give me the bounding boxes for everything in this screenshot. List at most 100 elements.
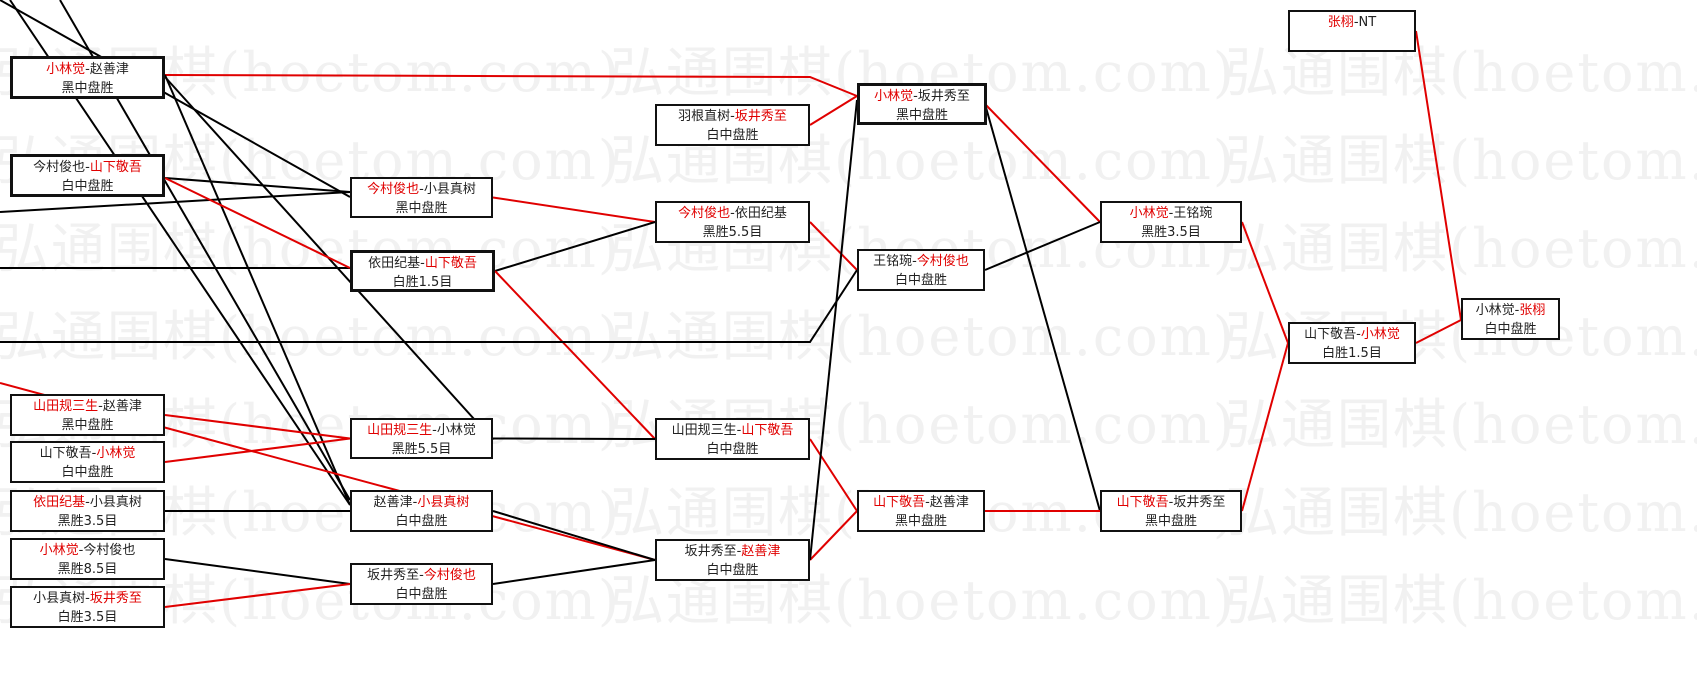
match-box: 小林觉-张栩白中盘胜 [1461,298,1560,340]
match-result: 黑中盘胜 [894,514,947,529]
winner-path-line [1241,221,1289,344]
match-box: 小林觉-坂井秀至黑中盘胜 [857,83,987,125]
match-result: 白胜1.5目 [1322,346,1382,361]
player-black: 小县真树 [33,591,86,606]
match-box: 赵善津-小县真树白中盘胜 [350,490,493,532]
match-players: 依田纪基-山下敬吾 [353,254,492,273]
winner-path-line [1415,30,1462,321]
separator: - [736,544,742,559]
match-box: 山下敬吾-小林觉白胜1.5目 [1288,322,1416,364]
player-black: 山下敬吾 [1304,327,1357,342]
match-result: 白中盘胜 [395,514,448,529]
player-black: 依田纪基 [368,256,421,271]
winner-path-line [1241,342,1289,512]
player-white: 张栩 [1519,303,1546,318]
player-black: 赵善津 [373,495,413,510]
bracket-line [492,437,656,440]
bracket-line [164,558,351,585]
match-box: 山田规三生-小林觉黑胜5.5目 [350,418,493,459]
winner-path-line [164,583,351,608]
match-players: 山下敬吾-小林觉 [12,444,163,463]
match-players: 今村俊也-依田纪基 [657,204,808,223]
match-players: 小林觉-今村俊也 [12,541,163,560]
player-black: 小林觉 [1475,303,1515,318]
bracket-line [984,221,1101,271]
match-players: 王铭琬-今村俊也 [859,252,983,271]
player-black: 山田规三生 [33,399,99,414]
winner-path-line [809,95,858,126]
winner-path-line [164,414,351,440]
match-result: 黑中盘胜 [1144,514,1197,529]
match-result: 黑中盘胜 [61,81,114,96]
winner-path-line [494,270,656,440]
match-players: 张栩-NT [1290,13,1414,32]
match-players: 小县真树-坂井秀至 [12,589,163,608]
player-white: 赵善津 [102,399,142,414]
bracket-line [809,99,858,561]
player-white: 小县真树 [89,495,142,510]
match-box: 小县真树-坂井秀至白胜3.5目 [10,586,165,628]
winner-path-line [164,437,351,463]
match-result: 黑胜5.5目 [702,225,763,240]
match-box: 今村俊也-山下敬吾白中盘胜 [10,154,165,197]
match-box: 山田规三生-山下敬吾白中盘胜 [655,418,810,460]
player-black: 坂井秀至 [684,544,737,559]
match-result: 白中盘胜 [706,442,759,457]
match-box: 王铭琬-今村俊也白中盘胜 [857,249,985,291]
match-result: 黑中盘胜 [395,201,448,216]
separator: - [85,62,90,77]
player-white: 赵善津 [741,544,781,559]
match-players: 坂井秀至-赵善津 [657,542,808,561]
player-black: 张栩 [1327,15,1354,30]
player-black: 王铭琬 [873,254,913,269]
player-black: 今村俊也 [33,160,86,175]
separator: - [85,495,90,510]
separator: - [1168,206,1174,221]
player-black: 山下敬吾 [873,495,926,510]
match-box: 坂井秀至-今村俊也白中盘胜 [350,563,493,605]
bracket-line [0,269,858,343]
match-players: 今村俊也-山下敬吾 [13,158,162,177]
match-players: 山田规三生-小林觉 [352,421,491,440]
player-black: 小林觉 [1129,206,1169,221]
winner-path-line [809,438,858,512]
separator: - [98,399,103,414]
match-players: 山田规三生-山下敬吾 [657,421,808,440]
match-result: 白中盘胜 [706,563,759,578]
match-box: 羽根直树-坂井秀至白中盘胜 [655,104,810,146]
match-result: 白胜1.5目 [392,275,453,290]
separator: - [85,160,90,175]
match-players: 山田规三生-赵善津 [12,397,163,416]
separator: - [91,446,97,461]
separator: - [1356,327,1361,342]
match-box: 山下敬吾-小林觉白中盘胜 [10,441,165,483]
winner-path-line [984,103,1101,223]
bracket-line [0,191,351,213]
player-black: 山下敬吾 [1116,495,1169,510]
separator: - [419,182,424,197]
player-white: 小林觉 [1360,327,1400,342]
player-white: 小林觉 [96,446,136,461]
separator: - [913,89,918,104]
match-players: 羽根直树-坂井秀至 [657,107,808,126]
match-result: 黑中盘胜 [61,418,114,433]
match-result: 黑中盘胜 [895,108,948,123]
match-players: 今村俊也-小县真树 [352,180,491,199]
match-players: 依田纪基-小县真树 [12,493,163,512]
player-black: 小林觉 [39,543,79,558]
player-black: 依田纪基 [33,495,86,510]
bracket-line [492,510,656,561]
player-black: 今村俊也 [367,182,420,197]
player-white: 小林觉 [436,423,476,438]
bracket-line [984,103,1101,512]
separator: - [912,254,917,269]
match-box: 山下敬吾-赵善津黑中盘胜 [857,490,985,532]
player-white: 今村俊也 [83,543,136,558]
winner-path-line [809,510,858,561]
match-box: 依田纪基-山下敬吾白胜1.5目 [350,250,495,292]
separator: - [420,256,425,271]
player-white: 今村俊也 [423,568,476,583]
match-players: 山下敬吾-赵善津 [859,493,983,512]
